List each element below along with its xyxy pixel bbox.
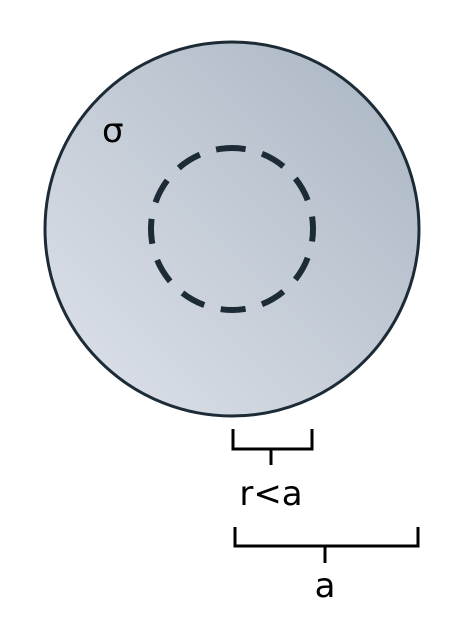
outer-radius-brace bbox=[233, 527, 420, 563]
inner-radius-label: r<a bbox=[239, 474, 302, 514]
outer-radius-label: a bbox=[315, 566, 336, 606]
sigma-label: σ bbox=[102, 111, 124, 151]
gaussian-surface bbox=[148, 145, 316, 313]
inner-radius-brace bbox=[231, 429, 314, 465]
charged-sphere bbox=[43, 40, 421, 418]
